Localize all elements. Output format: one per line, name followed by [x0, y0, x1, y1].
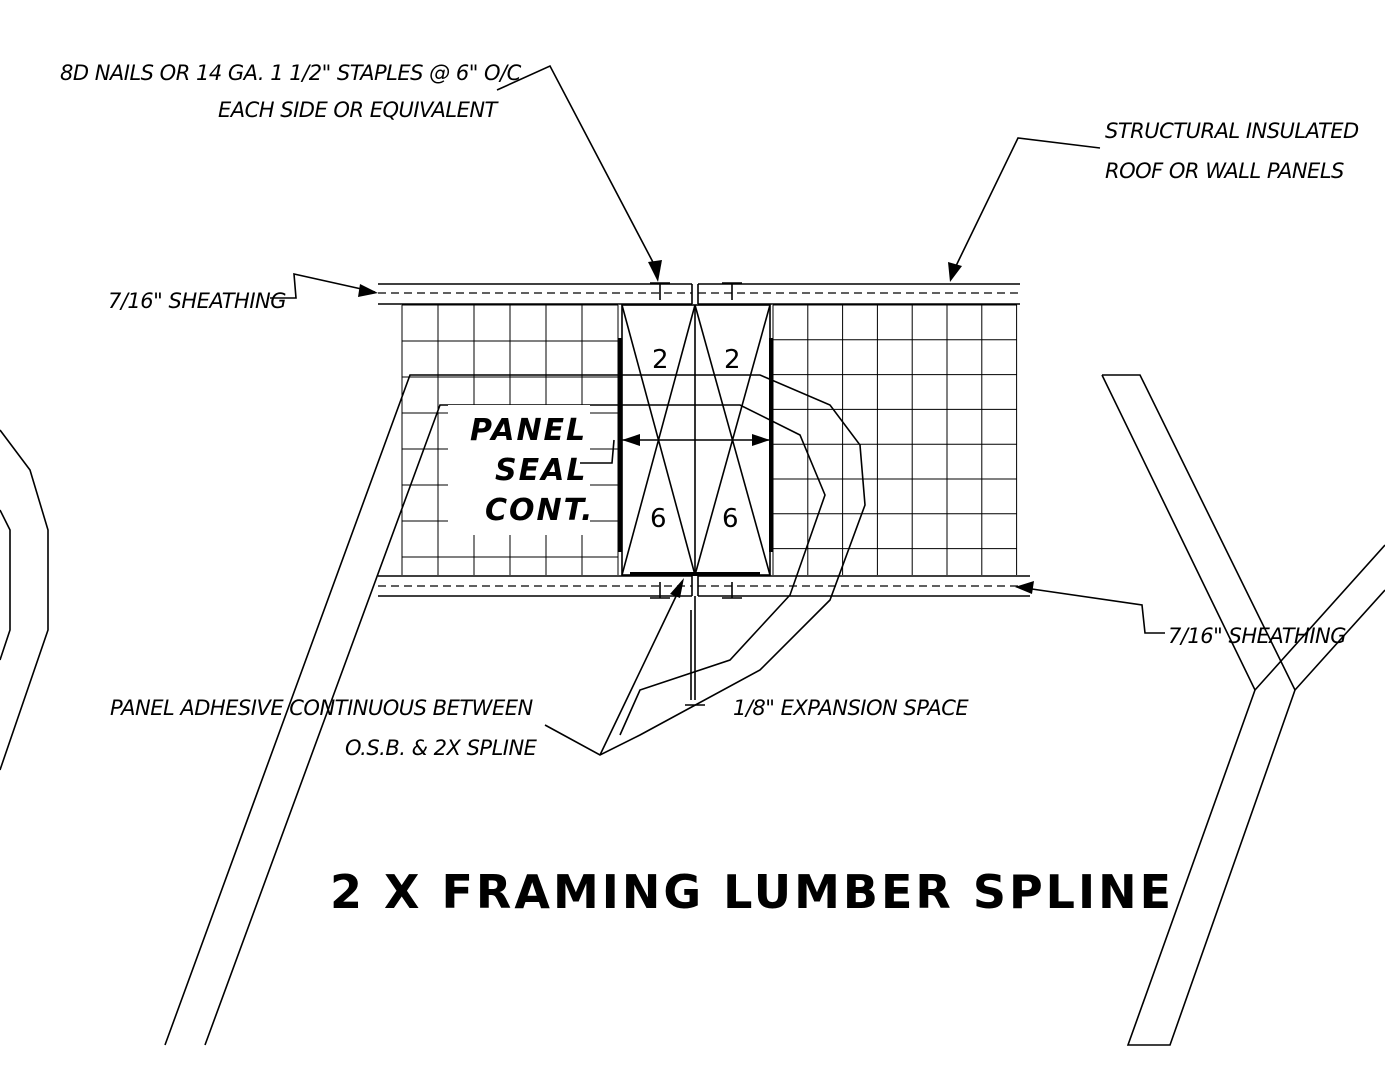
adhesive-note-line2: O.S.B. & 2X SPLINE	[345, 736, 538, 760]
panels-note-line1: STRUCTURAL INSULATED	[1105, 119, 1359, 143]
detail-title: 2 X FRAMING LUMBER SPLINE	[330, 865, 1174, 919]
fastener-note-line1: 8D NAILS OR 14 GA. 1 1/2" STAPLES @ 6" O…	[60, 61, 522, 85]
panel-seal-label-line3: CONT.	[485, 493, 594, 528]
dimension-marks	[622, 282, 770, 706]
bottom-sheathing	[378, 575, 1030, 597]
top-sheathing	[378, 283, 1020, 305]
background-arrow-left	[0, 429, 49, 771]
sheathing-bottom-label: 7/16" SHEATHING	[1168, 624, 1346, 648]
dimension-bottom-right: 6	[722, 504, 739, 534]
expansion-space-label: 1/8" EXPANSION SPACE	[733, 696, 969, 720]
fastener-note-line2: EACH SIDE OR EQUIVALENT	[218, 98, 500, 122]
panels-note-line2: ROOF OR WALL PANELS	[1105, 159, 1344, 183]
panel-seal-label-line2: SEAL	[495, 453, 587, 488]
dimension-top-right: 2	[724, 345, 741, 375]
panel-seal-label-line1: PANEL	[470, 413, 587, 448]
leader-lines	[270, 64, 1165, 756]
adhesive-note-line1: PANEL ADHESIVE CONTINUOUS BETWEEN	[110, 696, 533, 720]
dimension-bottom-left: 6	[650, 504, 667, 534]
dimension-top-left: 2	[652, 345, 669, 375]
sheathing-top-label: 7/16" SHEATHING	[108, 289, 286, 313]
background-arrow-right	[1101, 374, 1385, 1046]
insulation-grid-right	[772, 304, 1018, 575]
panel-seal-label-background	[448, 405, 590, 535]
